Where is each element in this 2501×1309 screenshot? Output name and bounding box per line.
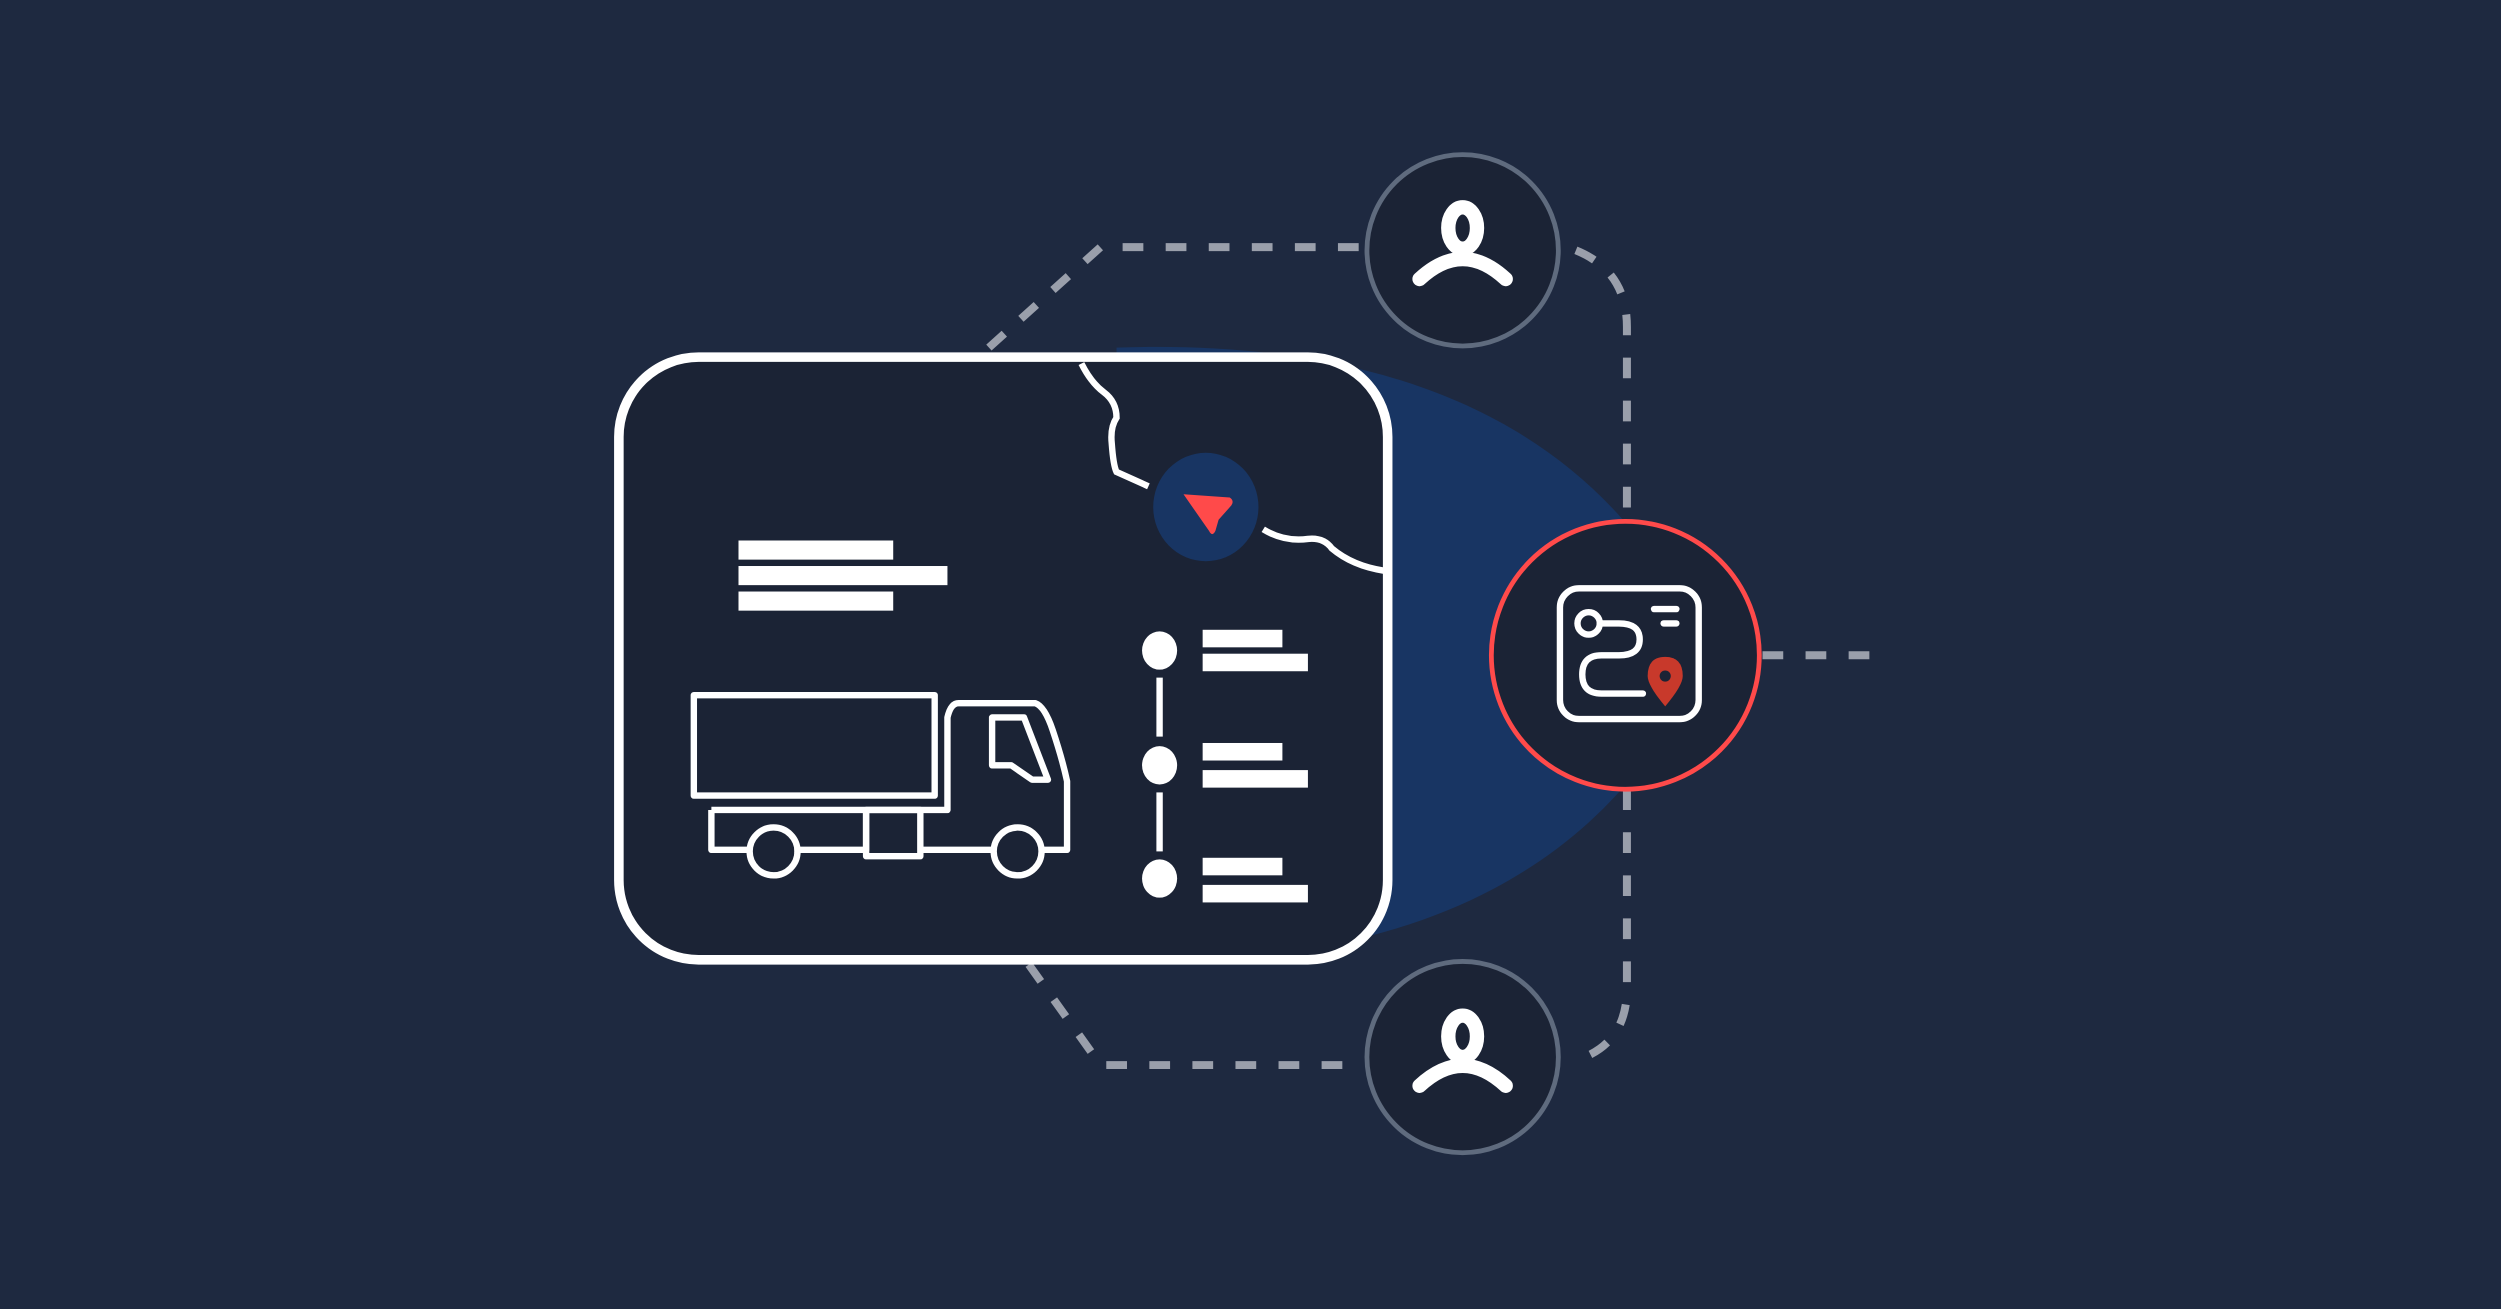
route-hub-node[interactable] <box>1488 518 1762 792</box>
navigation-arrow-icon <box>1183 494 1233 535</box>
timeline-stops <box>1142 629 1308 903</box>
dashboard-card <box>614 352 1393 965</box>
user-icon <box>1412 1008 1513 1093</box>
user-icon <box>1412 200 1513 287</box>
text-lines <box>738 540 948 611</box>
user-node-top[interactable] <box>1364 152 1561 349</box>
truck-icon <box>690 691 1071 879</box>
route-map-icon <box>1556 585 1702 723</box>
user-node-bottom[interactable] <box>1364 959 1561 1156</box>
navigation-badge <box>1153 452 1259 562</box>
dashed-connectors <box>986 243 1891 1070</box>
map-route-line <box>1078 362 1385 574</box>
